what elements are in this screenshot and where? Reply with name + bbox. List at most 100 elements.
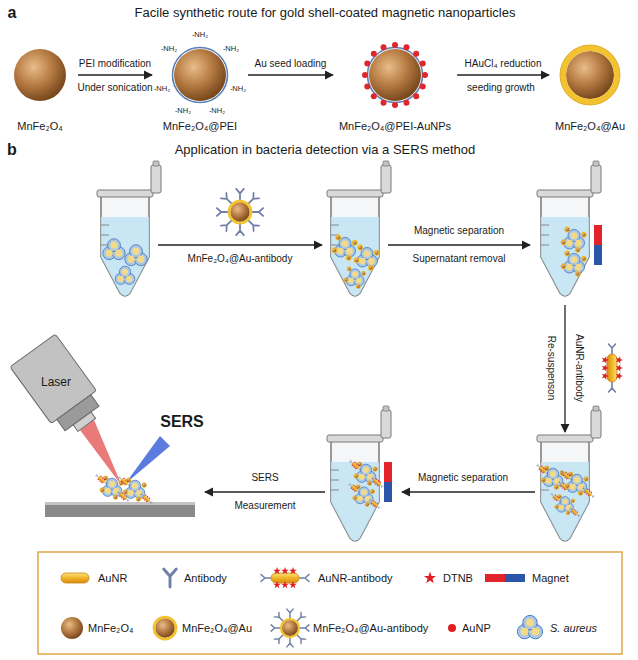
legend-swatch	[154, 617, 176, 639]
particle-label: MnFe₂O₄	[17, 120, 62, 133]
tube	[97, 161, 161, 296]
legend-text: AuNR-antibody	[318, 572, 393, 585]
legend-swatch	[448, 624, 456, 632]
gold-seed	[413, 93, 419, 99]
tube	[537, 406, 601, 541]
pei-layer	[173, 48, 228, 103]
tube	[327, 161, 391, 296]
annotation-label: MnFe₂O₄@Au-antibody	[188, 253, 293, 265]
annotation-label: a	[8, 4, 17, 22]
legend-frame	[38, 552, 622, 654]
gold-seed	[403, 44, 409, 50]
annotation-label: Supernatant removal	[413, 253, 506, 265]
legend-swatch	[261, 567, 309, 588]
particle-node: MnFe₂O₄	[5, 30, 75, 133]
annotation-label: b	[7, 141, 17, 159]
legend-swatch	[517, 615, 542, 638]
annotation-label: -NH₂	[223, 45, 239, 54]
particle-node: MnFe₂O₄@PEI-AuNPs	[336, 30, 454, 133]
sandwich-complex	[550, 492, 581, 518]
legend-text: Magnet	[532, 572, 569, 585]
gold-seed	[403, 100, 409, 106]
tube-2	[327, 161, 391, 296]
annotation-label: -NH₂	[161, 45, 177, 54]
tube	[327, 406, 391, 541]
gold-seed	[422, 72, 428, 78]
captured-bacterium	[354, 245, 379, 270]
substrate-top	[45, 502, 195, 505]
particle-label: MnFe₂O₄@PEI	[163, 120, 237, 133]
particle-figure	[360, 30, 430, 120]
gold-shell-edge	[560, 45, 620, 105]
annotation-label: Application in bacteria detection via a …	[175, 143, 476, 158]
particle-node: MnFe₂O₄@Au	[552, 30, 628, 133]
annotation-label: -NH₂	[192, 31, 208, 40]
aunr-probe	[602, 344, 623, 392]
captured-bacterium	[561, 251, 586, 276]
annotation-label: -NH₂	[230, 85, 246, 94]
sandwich-complex	[94, 473, 131, 504]
gold-seed	[371, 93, 377, 99]
tube-1	[97, 161, 161, 296]
objective	[10, 334, 109, 441]
gold-seed	[362, 72, 368, 78]
magnetic-core	[174, 49, 226, 101]
process-arrow	[248, 74, 333, 75]
gold-seed	[420, 83, 426, 89]
edge-label: Au seed loading	[254, 58, 328, 70]
annotation-label: Laser	[41, 376, 71, 390]
sandwich-complex	[117, 475, 154, 506]
gold-seed	[420, 61, 426, 67]
step-arrows	[158, 245, 565, 492]
process-arrow	[78, 74, 152, 75]
legend-text: MnFe₂O₄@Au-antibody	[313, 622, 428, 635]
annotation-label: AuNR-antibody	[573, 334, 585, 402]
legend-swatch	[485, 574, 525, 582]
legend-text: MnFe₂O₄@Au	[182, 622, 252, 635]
gold-seed	[381, 100, 387, 106]
annotation-label: Under sonication	[77, 82, 152, 94]
sandwich-complex	[347, 482, 381, 510]
particle-label: MnFe₂O₄@Au	[555, 120, 625, 133]
sandwich-complex	[348, 459, 385, 490]
annotation-label: SERS	[160, 413, 204, 431]
step-arrow	[564, 305, 565, 432]
legend-text: AuNR	[98, 572, 127, 585]
gold-seed	[364, 83, 370, 89]
annotation-label: -NH₂	[175, 107, 191, 116]
gold-seed	[364, 61, 370, 67]
tube	[537, 161, 601, 296]
gold-seed	[413, 51, 419, 57]
gold-seed	[392, 102, 398, 108]
particle-figure	[555, 30, 625, 120]
probe-particle	[217, 189, 263, 235]
bacterium	[103, 239, 125, 260]
legend-swatch	[424, 572, 436, 584]
tube-5	[327, 406, 392, 541]
annotation-label: SERS	[251, 472, 278, 484]
legend-text: S. aureus	[550, 622, 597, 635]
annotation-label: Magnetic separation	[418, 472, 508, 484]
legend-text: MnFe₂O₄	[88, 622, 133, 635]
gold-seed	[381, 44, 387, 50]
edge-label: HAuCl₄ reduction	[464, 58, 543, 70]
step-arrow	[158, 244, 322, 245]
substrate	[45, 504, 195, 517]
gold-seed	[392, 42, 398, 48]
annotation-label: -NH₂	[154, 85, 170, 94]
tube-3	[537, 161, 602, 296]
captured-bacterium	[561, 227, 586, 252]
particle-figure	[5, 30, 75, 120]
magnetic-core	[14, 49, 66, 101]
pei-layer	[367, 48, 422, 103]
sers-beam	[125, 436, 170, 484]
gold-seed	[371, 51, 377, 57]
legend-swatch	[164, 569, 177, 587]
particle-figure	[155, 30, 245, 120]
annotation-label: Measurement	[234, 500, 295, 512]
process-arrow	[457, 74, 549, 75]
legend-text: AuNP	[462, 622, 491, 635]
